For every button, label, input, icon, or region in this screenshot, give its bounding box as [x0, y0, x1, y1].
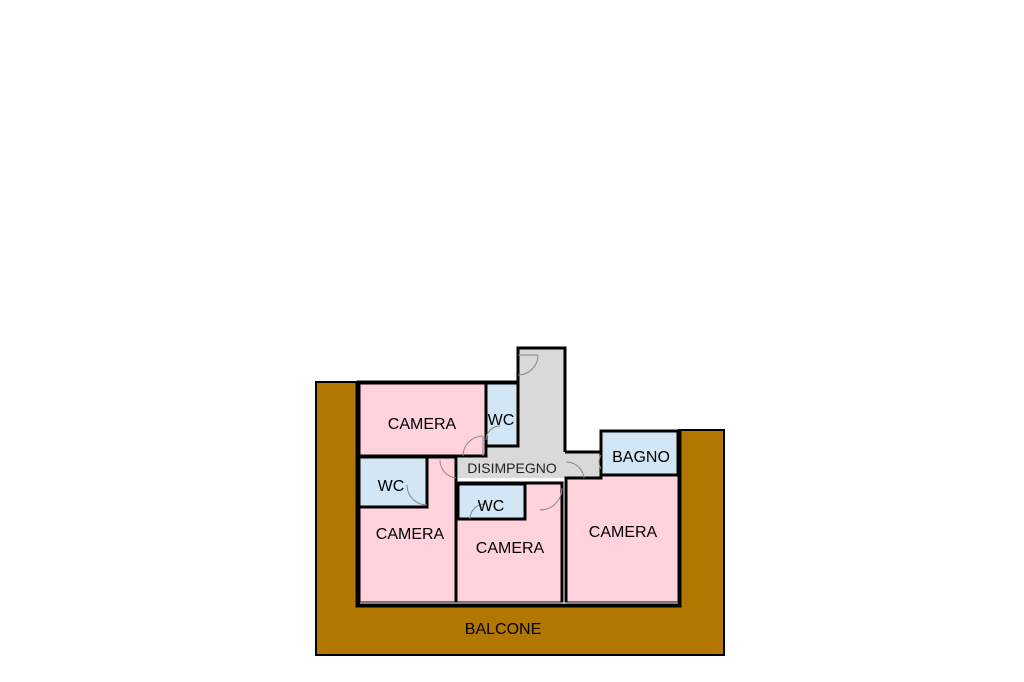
room-wc-center: [456, 482, 527, 521]
door-wc-left: [406, 484, 428, 506]
label-wc-center: WC: [478, 498, 505, 515]
room-camera-top-left: [357, 381, 488, 458]
room-camera-bottom-left: [357, 455, 458, 605]
label-balcone: BALCONE: [465, 621, 541, 638]
label-camera-bottom-left: CAMERA: [376, 526, 445, 543]
label-wc-left: WC: [378, 478, 405, 495]
door-camera-bottom-left: [439, 459, 457, 479]
door-bagno: [598, 454, 602, 470]
label-camera-right: CAMERA: [589, 524, 658, 541]
room-wc-left: [357, 455, 429, 509]
label-wc-top: WC: [488, 412, 515, 429]
door-entrance: [517, 354, 539, 376]
door-camera-right: [565, 461, 585, 479]
door-wc-top: [485, 425, 501, 441]
door-wc-center: [469, 503, 486, 520]
door-camera-center: [539, 487, 563, 511]
corridor-wall: [516, 346, 567, 452]
label-bagno: BAGNO: [612, 449, 670, 466]
label-disimpegno: DISIMPEGNO: [467, 460, 557, 476]
room-wc-top: [484, 381, 520, 448]
door-camera-top-left: [462, 435, 484, 457]
label-camera-center: CAMERA: [476, 540, 545, 557]
label-camera-top-left: CAMERA: [388, 416, 457, 433]
outer-wall: [355, 380, 682, 608]
room-bagno: [599, 429, 680, 477]
